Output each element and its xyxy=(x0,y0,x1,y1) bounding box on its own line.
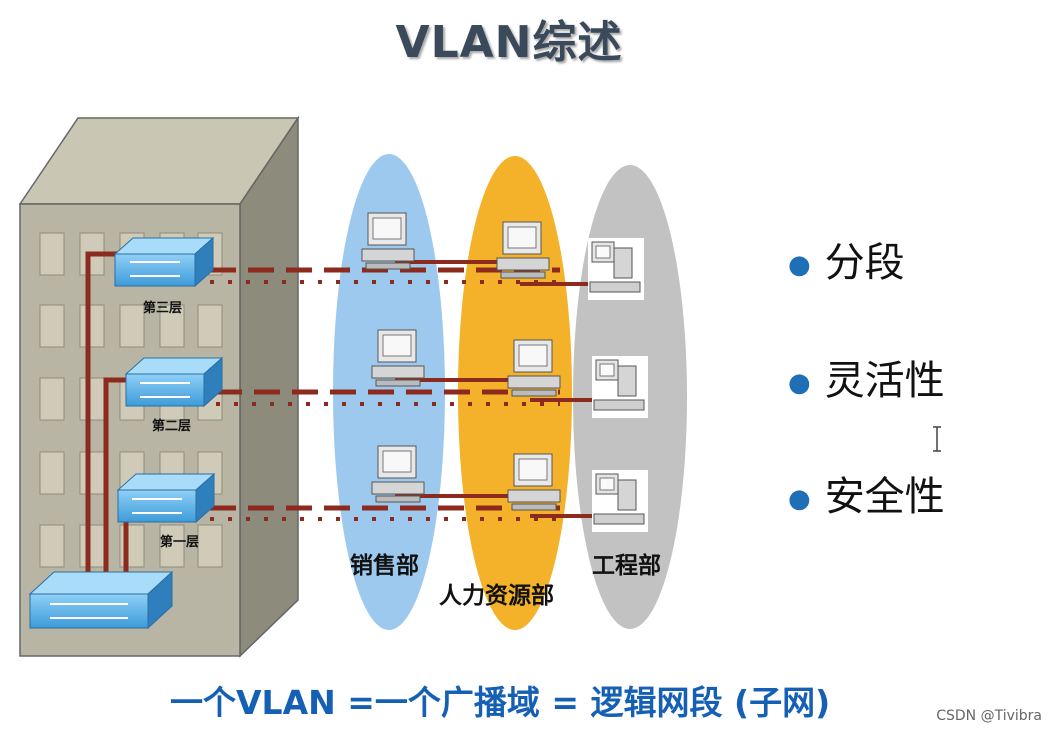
sales-pc-icon xyxy=(361,212,415,270)
switch-floor-2 xyxy=(124,356,224,408)
dept-label-sales: 销售部 xyxy=(350,552,419,579)
hr-pc-icon xyxy=(507,339,561,397)
dept-label-hr: 人力资源部 xyxy=(439,582,554,609)
sales-pc-icon xyxy=(371,329,425,387)
bullet-dot-icon: ● xyxy=(788,368,811,398)
floor-label-2: 第二层 xyxy=(152,418,191,434)
bullet-dot-icon: ● xyxy=(788,250,811,280)
hr-pc-icon xyxy=(496,221,550,279)
text-cursor-icon xyxy=(933,426,941,452)
bullet-item: ●安全性 xyxy=(788,474,945,520)
office-building xyxy=(18,115,300,658)
floor-label-1: 第一层 xyxy=(160,534,199,550)
floor-label-3: 第三层 xyxy=(143,300,182,316)
bullet-dot-icon: ● xyxy=(788,484,811,514)
switch-floor-1 xyxy=(116,472,216,524)
dept-label-engineering: 工程部 xyxy=(592,552,661,579)
engineering-workstation-icon xyxy=(592,356,648,418)
core-switch xyxy=(28,570,174,630)
vlan-definition-formula: 一个VLAN =一个广播域 = 逻辑网段 (子网) xyxy=(170,683,831,722)
sales-pc-icon xyxy=(371,445,425,503)
engineering-workstation-icon xyxy=(588,238,644,300)
page-title: VLAN综述 xyxy=(395,17,623,68)
bullet-item: ●分段 xyxy=(788,240,905,286)
hr-pc-icon xyxy=(507,453,561,511)
watermark: CSDN @Tivibra xyxy=(936,708,1042,724)
switch-floor-3 xyxy=(113,236,215,288)
bullet-item: ●灵活性 xyxy=(788,358,945,404)
engineering-workstation-icon xyxy=(592,470,648,532)
